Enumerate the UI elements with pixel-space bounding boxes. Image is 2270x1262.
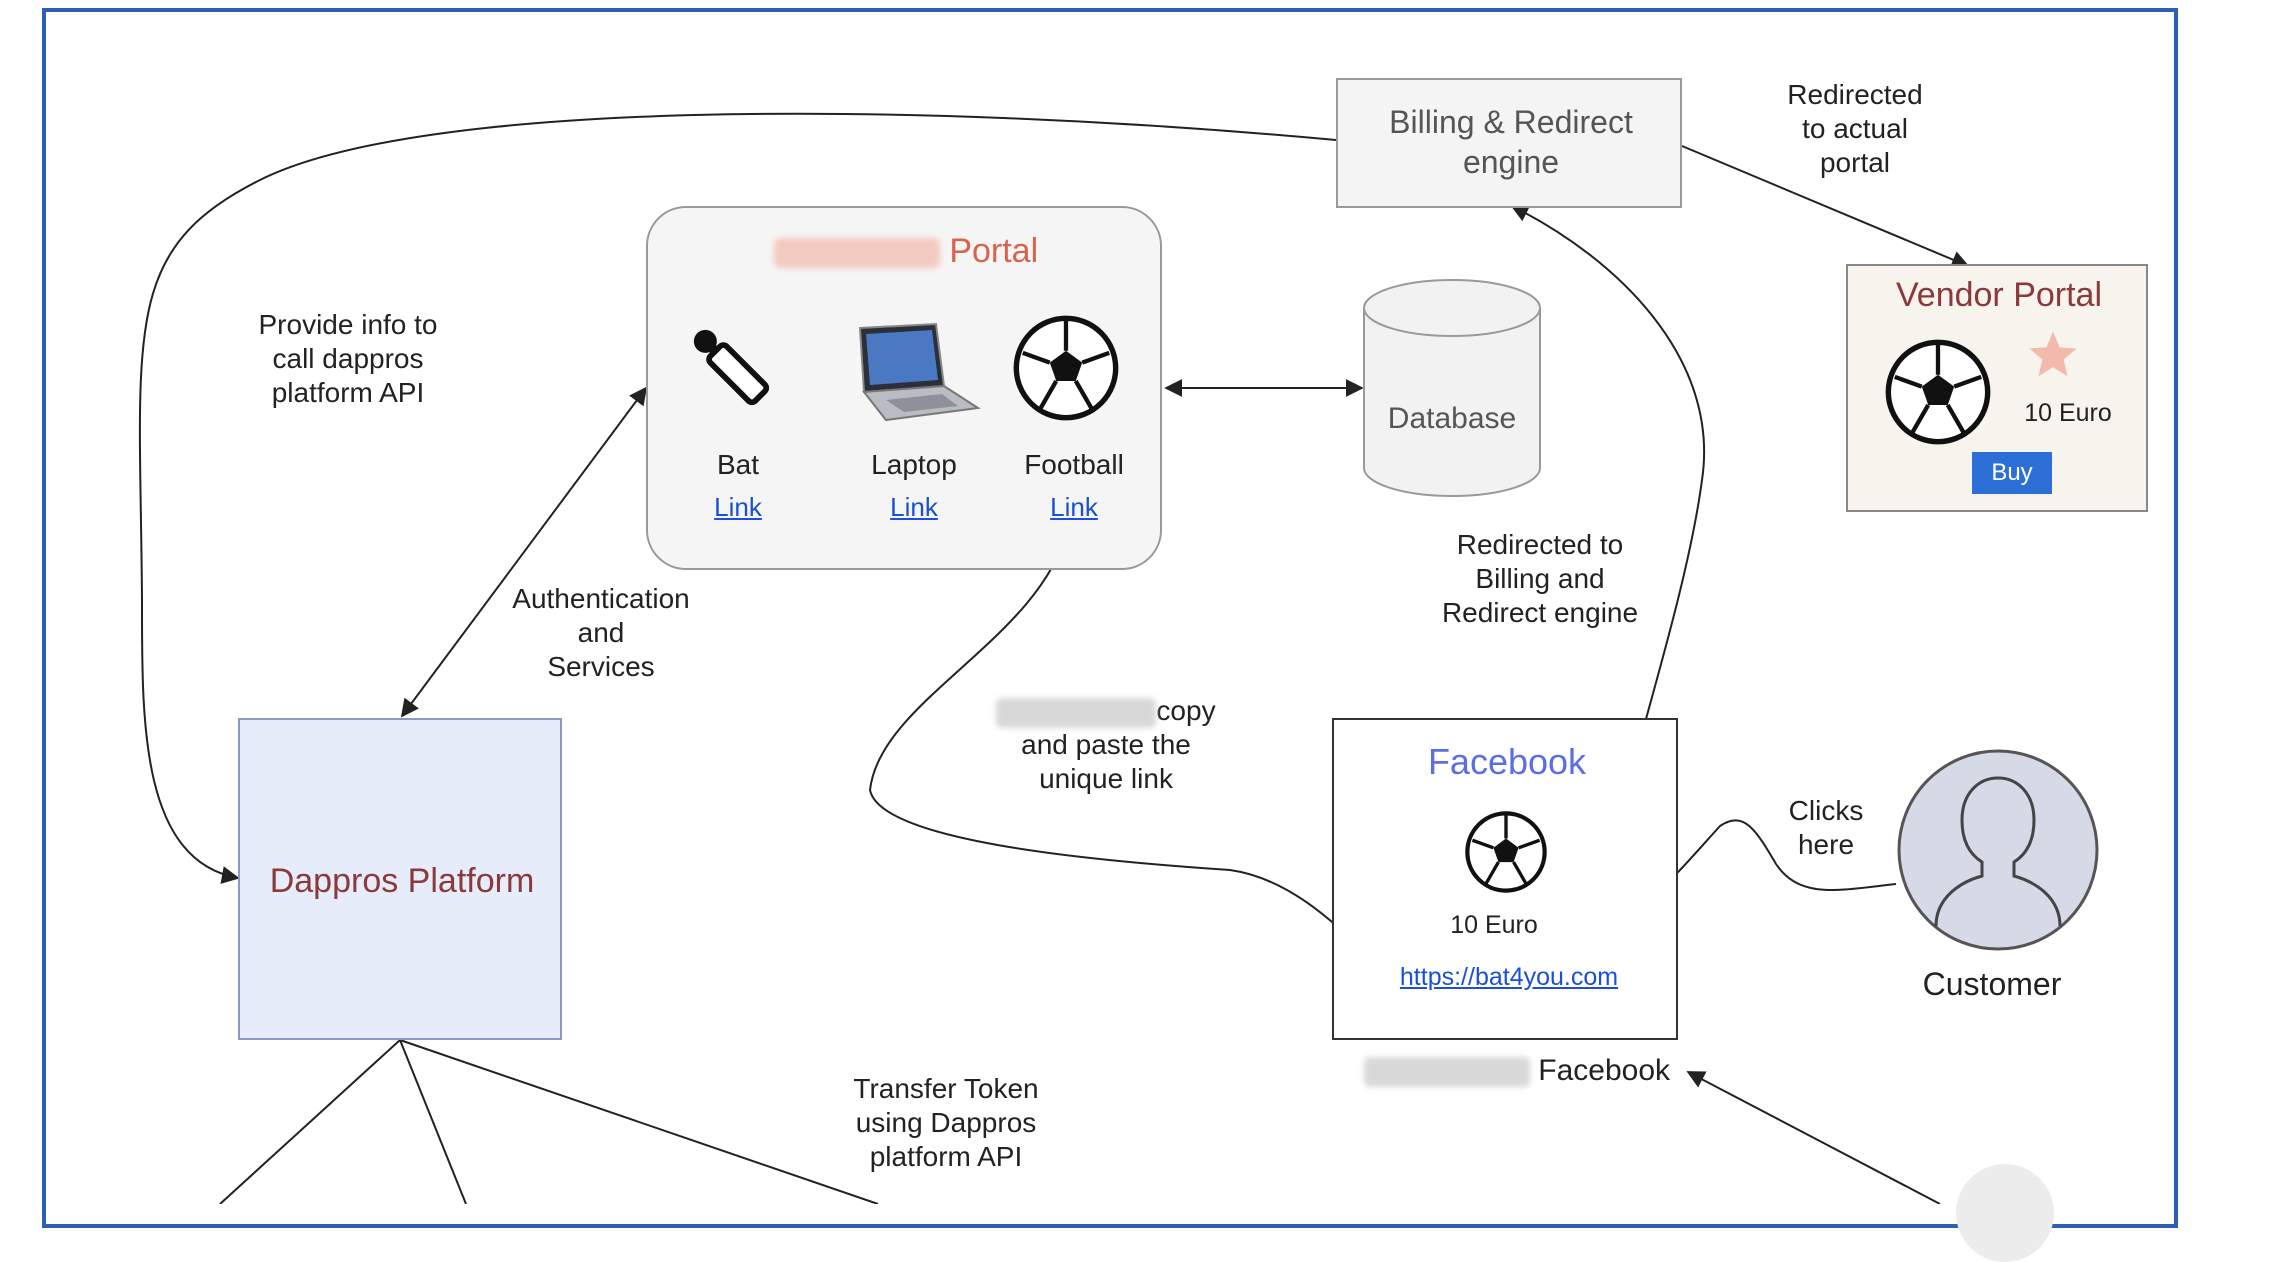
- bat-link[interactable]: Link: [714, 492, 762, 522]
- database-label: Database: [1387, 402, 1517, 435]
- facebook-price: 10 Euro: [1450, 911, 1538, 939]
- provide-info-label: Provide info to call dappros platform AP…: [258, 309, 438, 408]
- arrow-portal-dappros: [400, 386, 648, 718]
- football-icon: [1885, 339, 1991, 445]
- buy-button[interactable]: Buy: [1972, 452, 2052, 494]
- partial-avatar-circle: [1956, 1164, 2054, 1262]
- billing-redirect-engine-box: Billing & Redirect engine: [1336, 78, 1682, 208]
- facebook-caption: Facebook: [1352, 1054, 1682, 1088]
- redirected-actual-portal-label: Redirected to actual portal: [1787, 79, 1923, 178]
- customer-label: Customer: [1922, 966, 2062, 1002]
- item-label-football: Football: [1024, 449, 1124, 480]
- dappros-platform-label: Dappros Platform: [269, 862, 535, 900]
- redacted-brand-name: [996, 697, 1157, 728]
- dappros-platform-box: Dappros Platform: [238, 718, 562, 1040]
- redacted-brand-name: [1363, 1057, 1530, 1088]
- transfer-token-label: Transfer Token using Dappros platform AP…: [853, 1073, 1039, 1172]
- football-link[interactable]: Link: [1050, 492, 1098, 522]
- auth-services-label: Authentication and Services: [512, 583, 690, 682]
- billing-engine-label-1: Billing & Redirect: [1389, 104, 1633, 140]
- portal-title: Portal: [949, 232, 1039, 270]
- facebook-product-link[interactable]: https://bat4you.com: [1399, 963, 1619, 991]
- copy-paste-label: copy and paste the unique link: [976, 694, 1236, 796]
- arrow-link-to-facebook: [868, 527, 1388, 974]
- star-icon: [2029, 331, 2077, 377]
- football-icon: [1465, 811, 1547, 893]
- line-dappros-down-2: [399, 1039, 467, 1204]
- line-dappros-down-3: [399, 1039, 879, 1204]
- item-label-laptop: Laptop: [871, 449, 957, 480]
- redacted-brand-name: [773, 238, 940, 269]
- vendor-price: 10 Euro: [2024, 399, 2112, 427]
- diagram-canvas: Billing & Redirect engine Redirected to …: [138, 78, 2148, 1262]
- laptop-icon: [858, 322, 981, 422]
- arrow-billing-to-dappros: [138, 112, 1337, 884]
- arrow-billing-to-vendor: [1681, 145, 1970, 269]
- portal-box: Portal Bat Laptop Football Link Link L: [646, 206, 1162, 570]
- arrow-to-facebook-caption: [1686, 1071, 1941, 1204]
- line-dappros-down-1: [219, 1039, 401, 1204]
- cricket-bat-icon: [693, 329, 770, 406]
- clicks-here-label: Clicks here: [1788, 795, 1864, 860]
- laptop-link[interactable]: Link: [890, 492, 938, 522]
- customer-avatar-icon: [1897, 749, 2099, 951]
- facebook-title: Facebook: [1427, 741, 1587, 782]
- football-icon: [1013, 315, 1119, 421]
- vendor-portal-box: Vendor Portal 10 Euro Buy: [1846, 264, 2148, 512]
- database-cylinder: [1363, 279, 1541, 497]
- vendor-portal-title: Vendor Portal: [1895, 276, 2103, 314]
- redirect-billing-label: Redirected to Billing and Redirect engin…: [1441, 529, 1639, 628]
- facebook-box: Facebook 10 Euro https://bat4you.com: [1332, 718, 1678, 1040]
- item-label-bat: Bat: [716, 449, 760, 480]
- billing-engine-label-2: engine: [1462, 144, 1560, 180]
